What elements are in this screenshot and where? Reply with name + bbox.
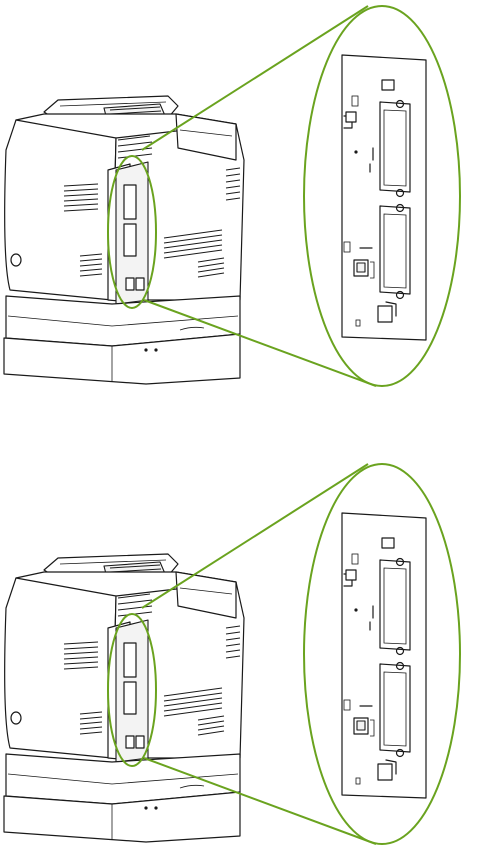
callout-line-upper [142,464,368,608]
bottom-illustration [4,464,460,844]
printer-rear-view-icon [4,96,244,384]
formatter-board-icon [342,513,426,798]
callout-line-upper [142,6,368,150]
printer-rear-view-icon [4,554,244,842]
top-illustration [4,6,460,386]
formatter-board-icon [342,55,426,340]
